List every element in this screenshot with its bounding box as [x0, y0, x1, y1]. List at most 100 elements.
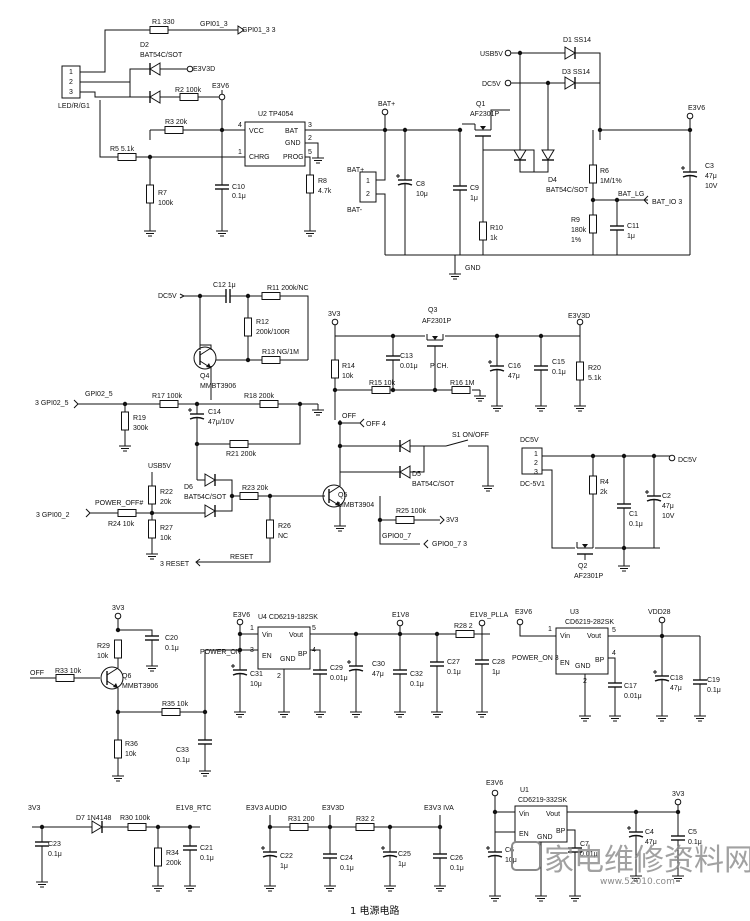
c20-label: C20 [165, 635, 178, 642]
u2-pin-chrg: CHRG [249, 154, 270, 161]
r7-label: R7 [158, 190, 167, 197]
c22-label: C22 [280, 853, 293, 860]
r18-label: R18 200k [244, 393, 274, 400]
c7-label: C7 [580, 841, 589, 848]
u3-pn1: 1 [548, 626, 552, 633]
e1v8-net: E1V8 [392, 612, 409, 619]
r17-label: R17 100k [152, 393, 182, 400]
c23-value: 0.1μ [48, 851, 62, 858]
c14-value: 47μ/10V [208, 419, 235, 426]
c2-value: 47μ [662, 503, 674, 510]
gpio2-ref: 3 GPI02_5 [35, 400, 69, 407]
bat-lg-net: BAT_LG [618, 191, 644, 198]
e3v6-net-e: E3V6 [233, 612, 250, 619]
r12-value: 200k/100R [256, 329, 290, 336]
c16-label: C16 [508, 363, 521, 370]
r6-value: 1M/1% [600, 178, 622, 185]
e3v3d-net-h: E3V3D [322, 805, 344, 812]
c21-value: 0.1μ [200, 855, 214, 862]
c1-value: 0.1μ [629, 521, 643, 528]
e3v3-audio-net: E3V3 AUDIO [246, 805, 287, 812]
u2-label: U2 TP4054 [258, 111, 293, 118]
q2-label: Q2 [578, 563, 587, 570]
u2-pn4: 4 [238, 122, 242, 129]
dc-pin-2: 2 [534, 460, 538, 467]
u2-pn5: 5 [308, 149, 312, 156]
r19-label: R19 [133, 415, 146, 422]
c23-label: C23 [48, 841, 61, 848]
c3-rating: 10V [705, 183, 718, 190]
c31-label: C31 [250, 671, 263, 678]
c24-label: C24 [340, 855, 353, 862]
q6-label: Q6 [122, 673, 131, 680]
dc5v-net-b: DC5V [158, 293, 177, 300]
r6-label: R6 [600, 168, 609, 175]
watermark-text: 家电维修资料网 [544, 843, 750, 878]
r5-label: R5 5.1k [110, 146, 135, 153]
r28-label: R28 2 [454, 623, 473, 630]
u3-part: CD6219-282SK [565, 619, 614, 626]
reg-u4-block: E3V6 U4 CD6219-182SK Vin Vout EN GND BP … [230, 612, 508, 718]
r22-label: R22 [160, 489, 173, 496]
dc-input-block: DC5V 1 2 3 DC-5V1 DC5V R4 2k C1 0.1μ C2 … [520, 437, 697, 580]
r3-label: R3 20k [165, 119, 188, 126]
e3v3d-net-b: E3V3D [568, 313, 590, 320]
pch-label: P CH. [430, 363, 449, 370]
c28-value: 1μ [492, 669, 500, 676]
c9-value: 1μ [470, 195, 478, 202]
battery-pin-2: 2 [366, 191, 370, 198]
r4-label: R4 [600, 479, 609, 486]
r11-label: R11 200k/NC [267, 285, 309, 292]
c22-value: 1μ [280, 863, 288, 870]
q4-label: Q4 [200, 373, 209, 380]
v3v3-net-d: 3V3 [112, 605, 125, 612]
battery-pin-1: 1 [366, 178, 370, 185]
r33-label: R33 10k [55, 668, 82, 675]
led-pin-3: 3 [69, 89, 73, 96]
r35-label: R35 10k [162, 701, 189, 708]
r1-label: R1 330 [152, 19, 175, 26]
e3v3d-net: E3V3D [193, 66, 215, 73]
e1v8-plla-net: E1V8_PLLA [470, 612, 508, 619]
d1-label: D1 SS14 [563, 37, 591, 44]
r13-label: R13 NG/1M [262, 349, 299, 356]
u4-pin-gnd: GND [280, 656, 296, 663]
u4-pin-vout: Vout [289, 632, 303, 639]
u1-pin-vin: Vin [519, 811, 529, 818]
c10-label: C10 [232, 184, 245, 191]
c19-value: 0.1μ [707, 687, 721, 694]
u4-pn1: 1 [250, 625, 254, 632]
usb5v-net: USB5V [480, 51, 503, 58]
r14-value: 10k [342, 373, 354, 380]
r34-label: R34 [166, 850, 179, 857]
c7-value: 0.01μ [580, 851, 598, 858]
r30-label: R30 100k [120, 815, 150, 822]
u3-power-on-net: POWER_ON 3 [512, 655, 559, 662]
c26-label: C26 [450, 855, 463, 862]
v3v3-net-i: 3V3 [672, 791, 685, 798]
r20-label: R20 [588, 365, 601, 372]
r21-label: R21 200k [226, 451, 256, 458]
reset-ref: 3 RESET [160, 561, 190, 568]
u3-pin-vout: Vout [587, 633, 601, 640]
d6-label: D6 [184, 484, 193, 491]
led-pin-1: 1 [69, 69, 73, 76]
led-connector-label: LED/R/G1 [58, 103, 90, 110]
e1v8-rtc-net: E1V8_RTC [176, 805, 211, 812]
c10-value: 0.1μ [232, 193, 246, 200]
u3-pn5: 5 [612, 627, 616, 634]
c4-label: C4 [645, 829, 654, 836]
u4-pin-vin: Vin [262, 632, 272, 639]
r29-value: 10k [97, 653, 109, 660]
q6-transistor [100, 666, 124, 690]
c11-label: C11 [627, 223, 639, 230]
q6-part: MMBT3906 [122, 683, 158, 690]
u2-pin-vcc: VCC [249, 128, 264, 135]
usb5v-net-b: USB5V [148, 463, 171, 470]
r24-label: R24 10k [108, 521, 135, 528]
d6-part: BAT54C/SOT [184, 494, 227, 501]
d7-label: D7 1N4148 [76, 815, 112, 822]
c11-value: 1μ [627, 233, 635, 240]
u3-label: U3 [570, 609, 579, 616]
r25-label: R25 100k [396, 508, 426, 515]
